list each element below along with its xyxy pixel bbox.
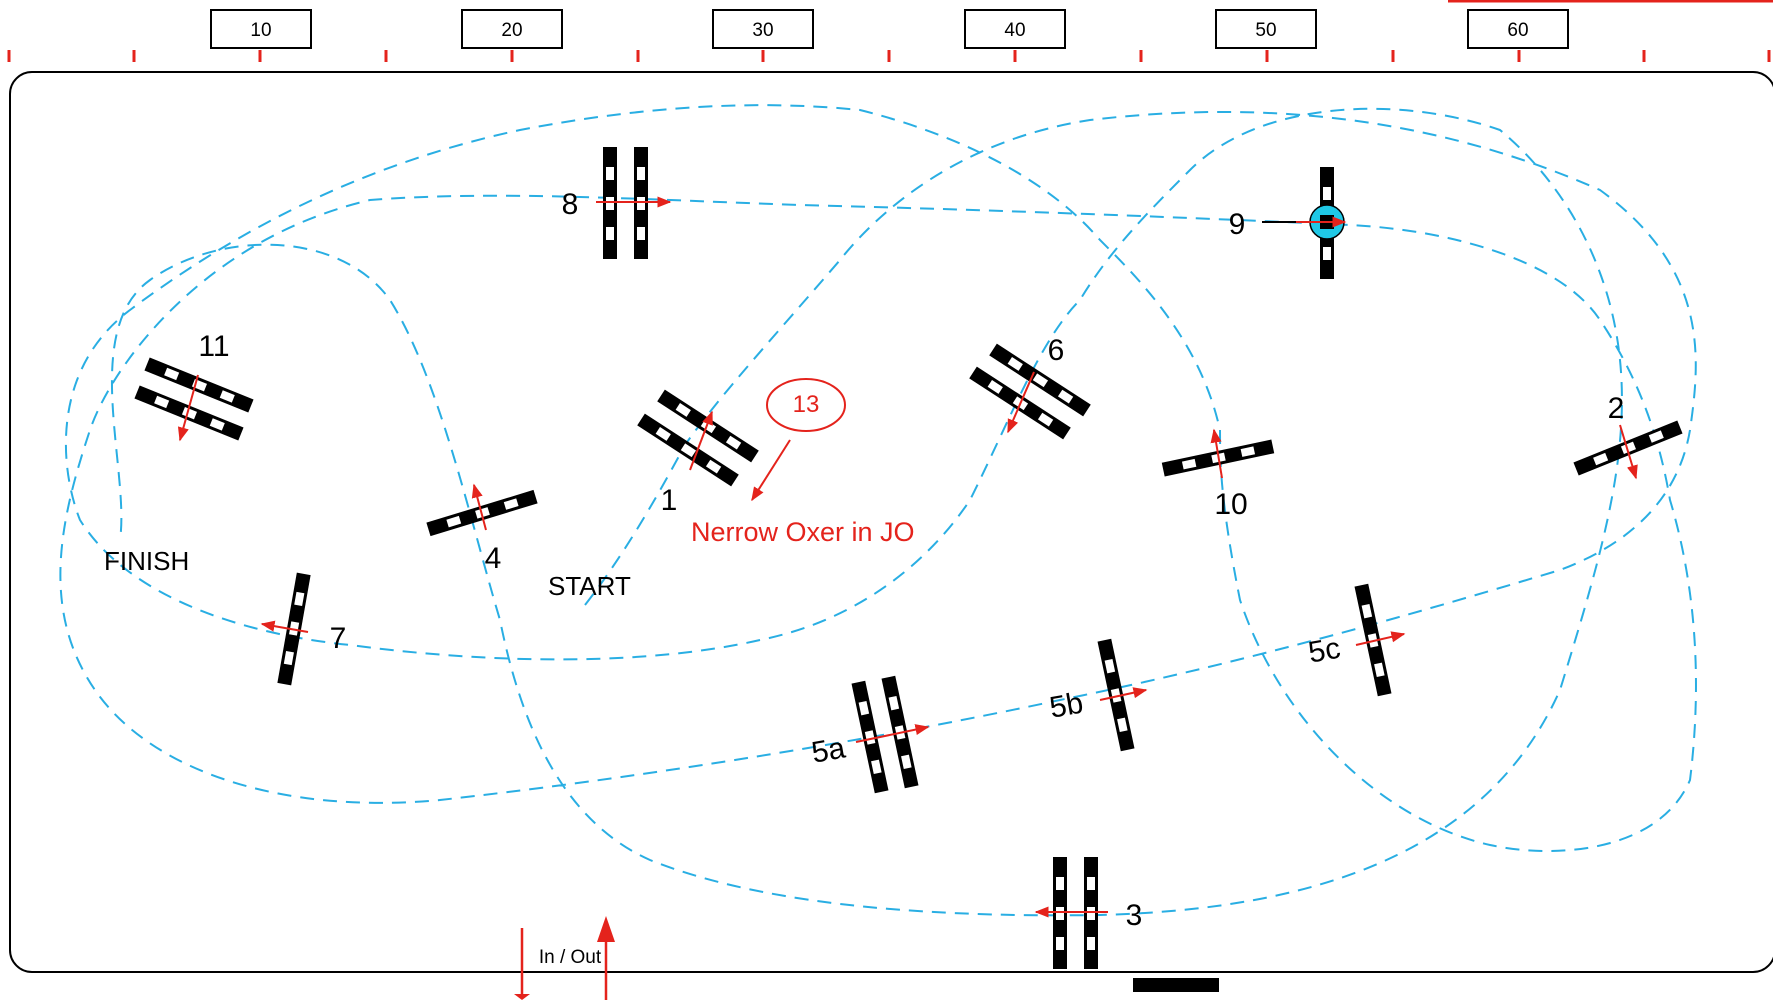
path-main-route	[59, 104, 1697, 917]
fence-1: 1	[637, 389, 759, 517]
fence-number: 3	[1126, 899, 1143, 932]
fence-number: 1	[661, 484, 678, 517]
fence-number: 5c	[1306, 632, 1343, 670]
note-text: Nerrow Oxer in JO	[691, 517, 915, 547]
finish-label: FINISH	[104, 546, 189, 576]
direction-arrow	[1619, 424, 1638, 480]
start-label: START	[548, 571, 631, 601]
fence-7: 7	[260, 572, 347, 686]
arena-boundary	[9, 71, 1773, 973]
fence-3: 3	[1034, 857, 1143, 969]
fence-8: 8	[562, 147, 672, 259]
ruler: 10 20 30 40 50 60	[7, 9, 1771, 62]
fence-number: 7	[330, 622, 347, 655]
note-number: 13	[793, 391, 820, 418]
ruler-label: 20	[501, 20, 522, 41]
direction-arrow	[689, 410, 713, 471]
direction-arrow	[260, 620, 309, 633]
fence-6: 6	[969, 334, 1091, 440]
fence-4: 4	[426, 483, 538, 575]
fence-number: 5a	[809, 731, 848, 769]
in-out-gate: In / Out	[514, 916, 615, 1000]
fence-5a: 5a	[809, 675, 930, 794]
direction-arrow	[1007, 371, 1035, 434]
ruler-mark-40: 40	[964, 9, 1066, 49]
fence-number: 11	[198, 330, 229, 363]
ruler-mark-30: 30	[712, 9, 814, 49]
ruler-label: 40	[1004, 20, 1025, 41]
direction-arrow	[1355, 631, 1406, 646]
note-pointer-arrow	[751, 439, 791, 502]
ruler-mark-50: 50	[1215, 9, 1317, 49]
fence-11: 11	[134, 330, 254, 442]
fence-5b: 5b	[1047, 638, 1148, 752]
direction-arrow	[177, 374, 199, 442]
fence-5c: 5c	[1306, 583, 1406, 697]
note-bubble	[766, 378, 846, 432]
ruler-label: 50	[1255, 20, 1276, 41]
joker-note: 13 Nerrow Oxer in JO	[691, 378, 915, 547]
ruler-mark-10: 10	[210, 9, 312, 49]
ruler-label: 10	[250, 20, 271, 41]
ruler-ticks	[7, 50, 1771, 62]
fence-number: 10	[1214, 488, 1247, 521]
fence-number: 2	[1608, 392, 1625, 425]
fence-number: 8	[562, 188, 579, 221]
fence-9: 9	[1229, 167, 1347, 279]
jury-box	[1133, 978, 1219, 992]
direction-arrow	[471, 483, 487, 531]
fence-number: 9	[1229, 208, 1246, 241]
direction-arrow	[1210, 428, 1223, 479]
fence-number: 6	[1048, 334, 1065, 367]
fence-number: 5b	[1047, 686, 1086, 724]
in-out-label: In / Out	[539, 947, 602, 968]
fence-10: 10	[1161, 428, 1275, 521]
fence-2: 2	[1573, 392, 1683, 480]
course-path	[59, 104, 1697, 917]
ruler-mark-20: 20	[461, 9, 563, 49]
direction-arrow	[855, 724, 930, 743]
ruler-label: 30	[752, 20, 773, 41]
fence-number: 4	[485, 542, 502, 575]
direction-arrow	[1099, 687, 1148, 701]
ruler-label: 60	[1507, 20, 1528, 41]
ruler-mark-60: 60	[1467, 9, 1569, 49]
